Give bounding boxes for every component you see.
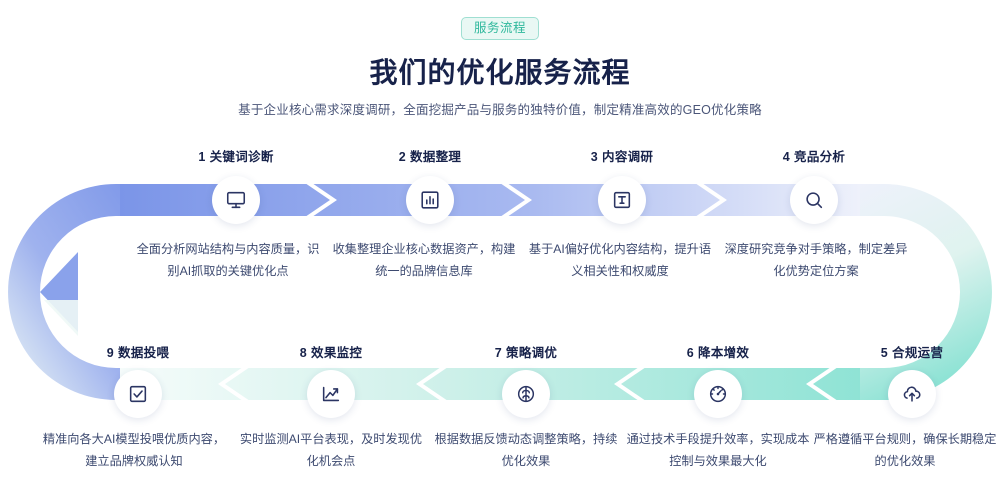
step-desc-5-line2: 的优化效果 <box>874 454 936 468</box>
ribbon-top-band <box>120 184 860 216</box>
section-badge: 服务流程 <box>460 17 540 40</box>
page-subtitle: 基于企业核心需求深度调研，全面挖掘产品与服务的独特价值，制定精准高效的GEO优化… <box>238 103 762 117</box>
step-desc-3-line2: 义相关性和权威度 <box>571 264 669 278</box>
step-desc-4: 深度研究竞争对手策略，制定差异 化优势定位方案 <box>713 238 919 282</box>
step-name-4: 竞品分析 <box>794 150 846 164</box>
step-desc-2: 收集整理企业核心数据资产，构建 统一的品牌信息库 <box>321 238 527 282</box>
step-desc-1-line2: 别AI抓取的关键优化点 <box>167 264 289 278</box>
step-desc-2-line2: 统一的品牌信息库 <box>375 264 473 278</box>
step-desc-5-line1: 严格遵循平台规则，确保长期稳定 <box>813 432 997 446</box>
ribbon-top-chevrons <box>305 183 727 217</box>
step-desc-3: 基于AI偏好优化内容结构，提升语 义相关性和权威度 <box>517 238 723 282</box>
step-icon-bubble-3[interactable] <box>598 176 646 224</box>
step-desc-7-line2: 优化效果 <box>501 454 551 468</box>
arrow-head-shadow <box>44 300 78 336</box>
step-desc-1-line1: 全面分析网站结构与内容质量，识 <box>136 242 320 256</box>
step-desc-7: 根据数据反馈动态调整策略，持续 优化效果 <box>414 428 638 472</box>
page-title: 我们的优化服务流程 <box>369 57 631 88</box>
line-chart-icon <box>322 386 340 402</box>
step-name-5: 合规运营 <box>892 346 944 360</box>
step-number-1: 1 <box>198 150 206 164</box>
step-desc-9: 精准向各大AI模型投喂优质内容， 建立品牌权威认知 <box>22 428 246 472</box>
step-icon-bubble-2[interactable] <box>406 176 454 224</box>
ribbon-bottom-band <box>120 368 860 400</box>
step-desc-9-line1: 精准向各大AI模型投喂优质内容， <box>42 432 226 446</box>
step-desc-4-line1: 深度研究竞争对手策略，制定差异 <box>724 242 908 256</box>
step-desc-8-line2: 化机会点 <box>306 454 356 468</box>
step-desc-1: 全面分析网站结构与内容质量，识 别AI抓取的关键优化点 <box>125 238 331 282</box>
step-desc-6-line1: 通过技术手段提升效率，实现成本 <box>626 432 810 446</box>
step-desc-2-line1: 收集整理企业核心数据资产，构建 <box>332 242 516 256</box>
step-number-3: 3 <box>590 150 599 164</box>
step-icon-bubble-4[interactable] <box>790 176 838 224</box>
step-desc-9-line2: 建立品牌权威认知 <box>85 454 183 468</box>
step-desc-7-line1: 根据数据反馈动态调整策略，持续 <box>434 432 618 446</box>
checkbox-icon <box>129 385 147 403</box>
brain-icon <box>517 385 535 403</box>
step-icon-bubble-5[interactable] <box>888 370 936 418</box>
step-name-7: 策略调优 <box>506 346 558 360</box>
step-name-9: 数据投喂 <box>118 346 170 360</box>
step-name-8: 效果监控 <box>311 346 363 360</box>
step-name-6: 降本增效 <box>698 346 750 360</box>
step-desc-3-line1: 基于AI偏好优化内容结构，提升语 <box>528 242 712 256</box>
monitor-icon <box>226 191 246 209</box>
cloud-upload-icon <box>903 386 921 402</box>
step-number-8: 8 <box>299 346 308 360</box>
step-desc-5: 严格遵循平台规则，确保长期稳定 的优化效果 <box>793 428 1000 472</box>
step-number-4: 4 <box>782 150 791 164</box>
step-number-7: 7 <box>494 346 503 360</box>
step-desc-8-line1: 实时监测AI平台表现，及时发现优 <box>239 432 423 446</box>
text-box-icon <box>613 191 631 209</box>
step-number-6: 6 <box>686 346 695 360</box>
step-icon-bubble-8[interactable] <box>307 370 355 418</box>
step-name-2: 数据整理 <box>410 150 462 164</box>
ribbon-right-turn <box>860 184 992 400</box>
ribbon-left-turn <box>8 184 151 400</box>
step-icon-bubble-1[interactable] <box>212 176 260 224</box>
step-number-9: 9 <box>106 346 115 360</box>
step-icon-bubble-9[interactable] <box>114 370 162 418</box>
step-desc-4-line2: 化优势定位方案 <box>773 264 859 278</box>
search-icon <box>806 192 823 209</box>
step-desc-6: 通过技术手段提升效率，实现成本 控制与效果最大化 <box>606 428 830 472</box>
step-icon-bubble-6[interactable] <box>694 370 742 418</box>
step-name-1: 关键词诊断 <box>209 150 274 164</box>
step-desc-8: 实时监测AI平台表现，及时发现优 化机会点 <box>219 428 443 472</box>
step-number-5: 5 <box>880 346 889 360</box>
step-number-2: 2 <box>398 150 407 164</box>
step-desc-6-line2: 控制与效果最大化 <box>669 454 767 468</box>
step-icon-bubble-7[interactable] <box>502 370 550 418</box>
gauge-icon <box>709 385 727 403</box>
ribbon-bottom-chevrons <box>218 367 838 401</box>
bar-chart-icon <box>421 191 439 209</box>
step-name-3: 内容调研 <box>602 150 654 164</box>
